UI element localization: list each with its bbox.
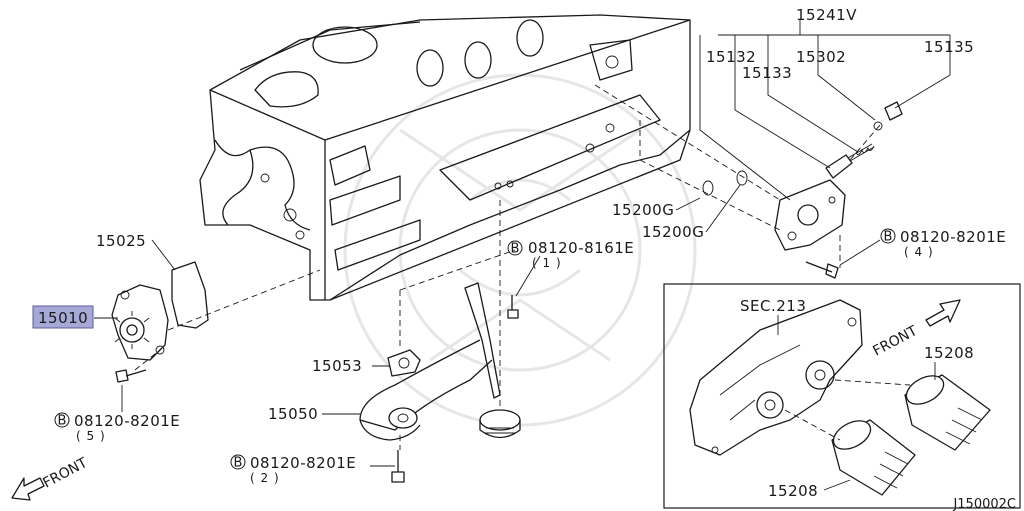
bolt-part-number: 08120-8201E bbox=[74, 412, 180, 430]
bolt-quantity: ( 2 ) bbox=[250, 471, 280, 485]
bolt-callout-4[interactable]: B 08120-8201E ( 4 ) bbox=[880, 228, 1006, 259]
bolt-marker-letter: B bbox=[58, 414, 67, 429]
leader-lines bbox=[94, 20, 951, 491]
label-15208-lower[interactable]: 15208 bbox=[768, 482, 818, 500]
label-15135[interactable]: 15135 bbox=[924, 38, 974, 56]
bolt-marker-circle bbox=[507, 240, 523, 256]
bolt-part-number: 08120-8201E bbox=[250, 454, 356, 472]
label-15025[interactable]: 15025 bbox=[96, 232, 146, 250]
oil-filter-15208-lower bbox=[831, 419, 916, 496]
strainer-gasket-15053 bbox=[387, 349, 421, 377]
highlighted-part-15010-box[interactable] bbox=[32, 305, 94, 329]
label-15053[interactable]: 15053 bbox=[312, 357, 362, 375]
bolt-marker-letter: B bbox=[511, 242, 520, 257]
oil-pump-gasket-15025 bbox=[171, 261, 209, 329]
bolt-quantity: ( 4 ) bbox=[904, 245, 934, 259]
bolt-part-number: 08120-8161E bbox=[528, 239, 634, 257]
front-label-main: FRONT bbox=[40, 455, 90, 492]
bolt-quantity: ( 5 ) bbox=[76, 429, 106, 443]
label-15133[interactable]: 15133 bbox=[742, 64, 792, 82]
oil-filter-bracket-sec213 bbox=[689, 299, 863, 456]
bolt-part-number: 08120-8201E bbox=[900, 228, 1006, 246]
label-15050[interactable]: 15050 bbox=[268, 405, 318, 423]
label-15208-upper[interactable]: 15208 bbox=[924, 344, 974, 362]
oil-filter-inset-frame bbox=[663, 283, 1021, 509]
oil-filter-15208-upper bbox=[904, 374, 991, 451]
label-15302[interactable]: 15302 bbox=[796, 48, 846, 66]
strainer-bolt-top bbox=[507, 295, 519, 319]
oil-pump-15010 bbox=[111, 284, 169, 361]
bolt-marker-circle bbox=[880, 228, 896, 244]
label-15241V[interactable]: 15241V bbox=[796, 6, 857, 24]
label-15200G-lower[interactable]: 15200G bbox=[642, 223, 704, 241]
bolt-callout-5[interactable]: B 08120-8201E ( 5 ) bbox=[54, 412, 180, 443]
bolt-callout-2[interactable]: B 08120-8201E ( 2 ) bbox=[230, 454, 356, 485]
label-15132[interactable]: 15132 bbox=[706, 48, 756, 66]
label-sec-213[interactable]: SEC.213 bbox=[740, 297, 806, 315]
relief-valve-assembly bbox=[702, 101, 903, 279]
diagram-code: J150002C bbox=[952, 497, 1016, 511]
strainer-bolt-bottom bbox=[391, 450, 405, 483]
label-15200G-upper[interactable]: 15200G bbox=[612, 201, 674, 219]
bolt-marker-letter: B bbox=[234, 456, 243, 471]
front-arrow-inset bbox=[925, 299, 961, 327]
front-label-inset: FRONT bbox=[870, 323, 920, 360]
label-15010[interactable]: 15010 bbox=[38, 309, 88, 327]
bolt-marker-circle bbox=[230, 454, 246, 470]
bolt-callout-1[interactable]: B 08120-8161E ( 1 ) bbox=[507, 239, 634, 270]
bolt-marker-letter: B bbox=[884, 230, 893, 245]
bolt-quantity: ( 1 ) bbox=[532, 256, 562, 270]
engine-block bbox=[199, 14, 691, 301]
pump-bolt bbox=[115, 369, 147, 383]
bolt-marker-circle bbox=[54, 412, 70, 428]
front-arrow-main bbox=[11, 477, 45, 501]
